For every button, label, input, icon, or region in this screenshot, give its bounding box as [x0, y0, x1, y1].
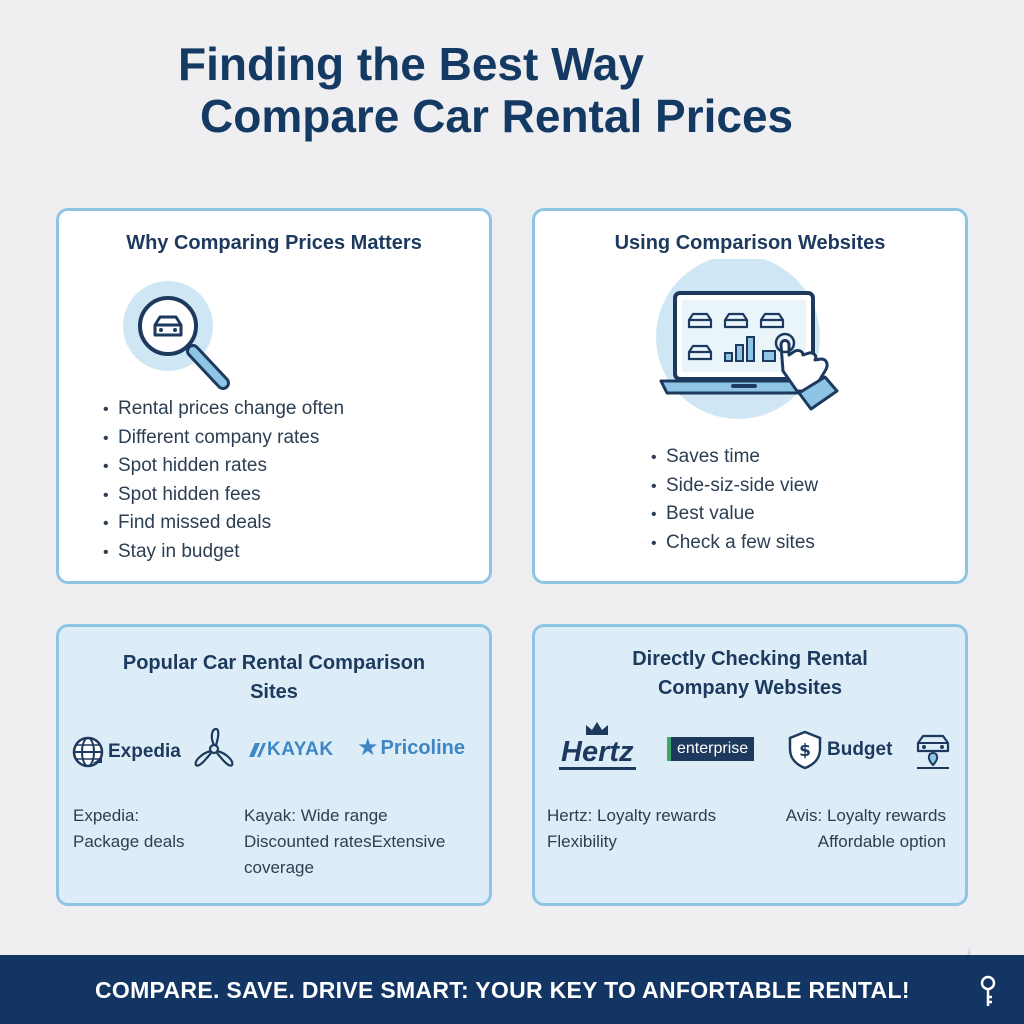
- list-item: Saves time: [651, 443, 818, 472]
- card-direct-title: Directly Checking Rental Company Website…: [535, 645, 965, 703]
- kayak-chevron-icon: [249, 743, 266, 757]
- budget-logo-text: Budget: [827, 739, 893, 760]
- extensive-label: Extensive: [371, 832, 446, 851]
- page-title-line-2: Compare Car Rental Prices: [200, 90, 794, 142]
- laptop-hand-icon: [653, 255, 863, 424]
- shield-dollar-icon: $: [788, 730, 822, 770]
- propeller-icon: [190, 727, 238, 780]
- card-popular-sites: Popular Car Rental Comparison Sites Expe…: [56, 624, 492, 906]
- expedia-description: Expedia: Package deals: [73, 803, 185, 855]
- card-why-comparing: Why Comparing Prices Matters Rental pric…: [56, 208, 492, 584]
- kayak-logo-text: KAYAK: [267, 739, 334, 760]
- list-item: Spot hidden fees: [103, 481, 344, 510]
- hertz-desc-line: Flexibility: [547, 832, 617, 851]
- kayak-logo[interactable]: KAYAK: [247, 739, 334, 761]
- card-sites-title: Using Comparison Websites: [614, 232, 886, 254]
- avis-desc-line: Avis: Loyalty rewards: [785, 806, 946, 825]
- card-direct-company: Directly Checking Rental Company Website…: [532, 624, 968, 906]
- expedia-logo[interactable]: Expedia: [71, 735, 181, 769]
- enterprise-logo-text: enterprise: [667, 737, 755, 761]
- expedia-desc-line: Package deals: [73, 832, 185, 851]
- kayak-description: Kayak: Wide range Discounted ratesExtens…: [244, 803, 445, 881]
- hertz-desc-line: Hertz: Loyalty rewards: [547, 806, 717, 825]
- enterprise-logo[interactable]: enterprise: [667, 737, 755, 761]
- card-why-title: Why Comparing Prices Matters: [126, 232, 422, 254]
- page-title: Finding the Best Way Compare Car Rental …: [0, 38, 1024, 142]
- car-magnifier-icon: [121, 277, 241, 402]
- sites-bullet-list: Saves time Side-siz-side view Best value…: [651, 443, 818, 557]
- kayak-desc-line: Kayak: Wide range: [244, 806, 388, 825]
- list-item: Rental prices change often: [103, 395, 344, 424]
- list-item: Check a few sites: [651, 529, 818, 558]
- card-popular-title-line-1: Popular Car Rental Comparison: [122, 652, 426, 674]
- kayak-desc-line: coverage: [244, 858, 314, 877]
- footer-slogan: COMPARE. SAVE. DRIVE SMART: YOUR KEY TO …: [95, 977, 910, 1003]
- footer-banner: COMPARE. SAVE. DRIVE SMART: YOUR KEY TO …: [0, 955, 1024, 1024]
- crown-icon: [586, 722, 609, 735]
- why-bullet-list: Rental prices change often Different com…: [103, 395, 344, 566]
- list-item: Best value: [651, 500, 818, 529]
- list-item: Stay in budget: [103, 538, 344, 567]
- list-item: Side-siz-side view: [651, 472, 818, 501]
- svg-text:$: $: [799, 741, 811, 761]
- hertz-logo[interactable]: Hertz: [559, 721, 636, 770]
- priceline-logo[interactable]: ★ Pricoline: [357, 736, 465, 760]
- card-comparison-websites: Using Comparison Websites: [532, 208, 968, 584]
- globe-icon: [72, 736, 104, 768]
- list-item: Spot hidden rates: [103, 452, 344, 481]
- hertz-logo-text: Hertz: [559, 736, 636, 770]
- kayak-desc-line: Discounted rates: [244, 832, 372, 851]
- card-popular-title: Popular Car Rental Comparison Sites: [59, 649, 489, 707]
- budget-logo[interactable]: $ Budget: [787, 730, 892, 770]
- hertz-description: Hertz: Loyalty rewards Flexibility: [547, 803, 716, 855]
- avis-description: Avis: Loyalty rewards Affordable option: [770, 803, 946, 855]
- expedia-desc-line: Expedia:: [73, 806, 140, 825]
- star-icon: ★: [357, 734, 379, 761]
- car-location-icon: [913, 731, 953, 776]
- list-item: Find missed deals: [103, 509, 344, 538]
- card-direct-title-line-2: Company Websites: [657, 677, 843, 699]
- key-icon: [976, 975, 1000, 1014]
- page-title-line-1: Finding the Best Way: [178, 38, 644, 90]
- list-item: Different company rates: [103, 424, 344, 453]
- expedia-logo-text: Expedia: [108, 741, 181, 762]
- avis-desc-line: Affordable option: [817, 832, 946, 851]
- card-direct-title-line-1: Directly Checking Rental: [632, 648, 868, 670]
- priceline-logo-text: Pricoline: [380, 736, 465, 759]
- card-popular-title-line-2: Sites: [250, 681, 298, 703]
